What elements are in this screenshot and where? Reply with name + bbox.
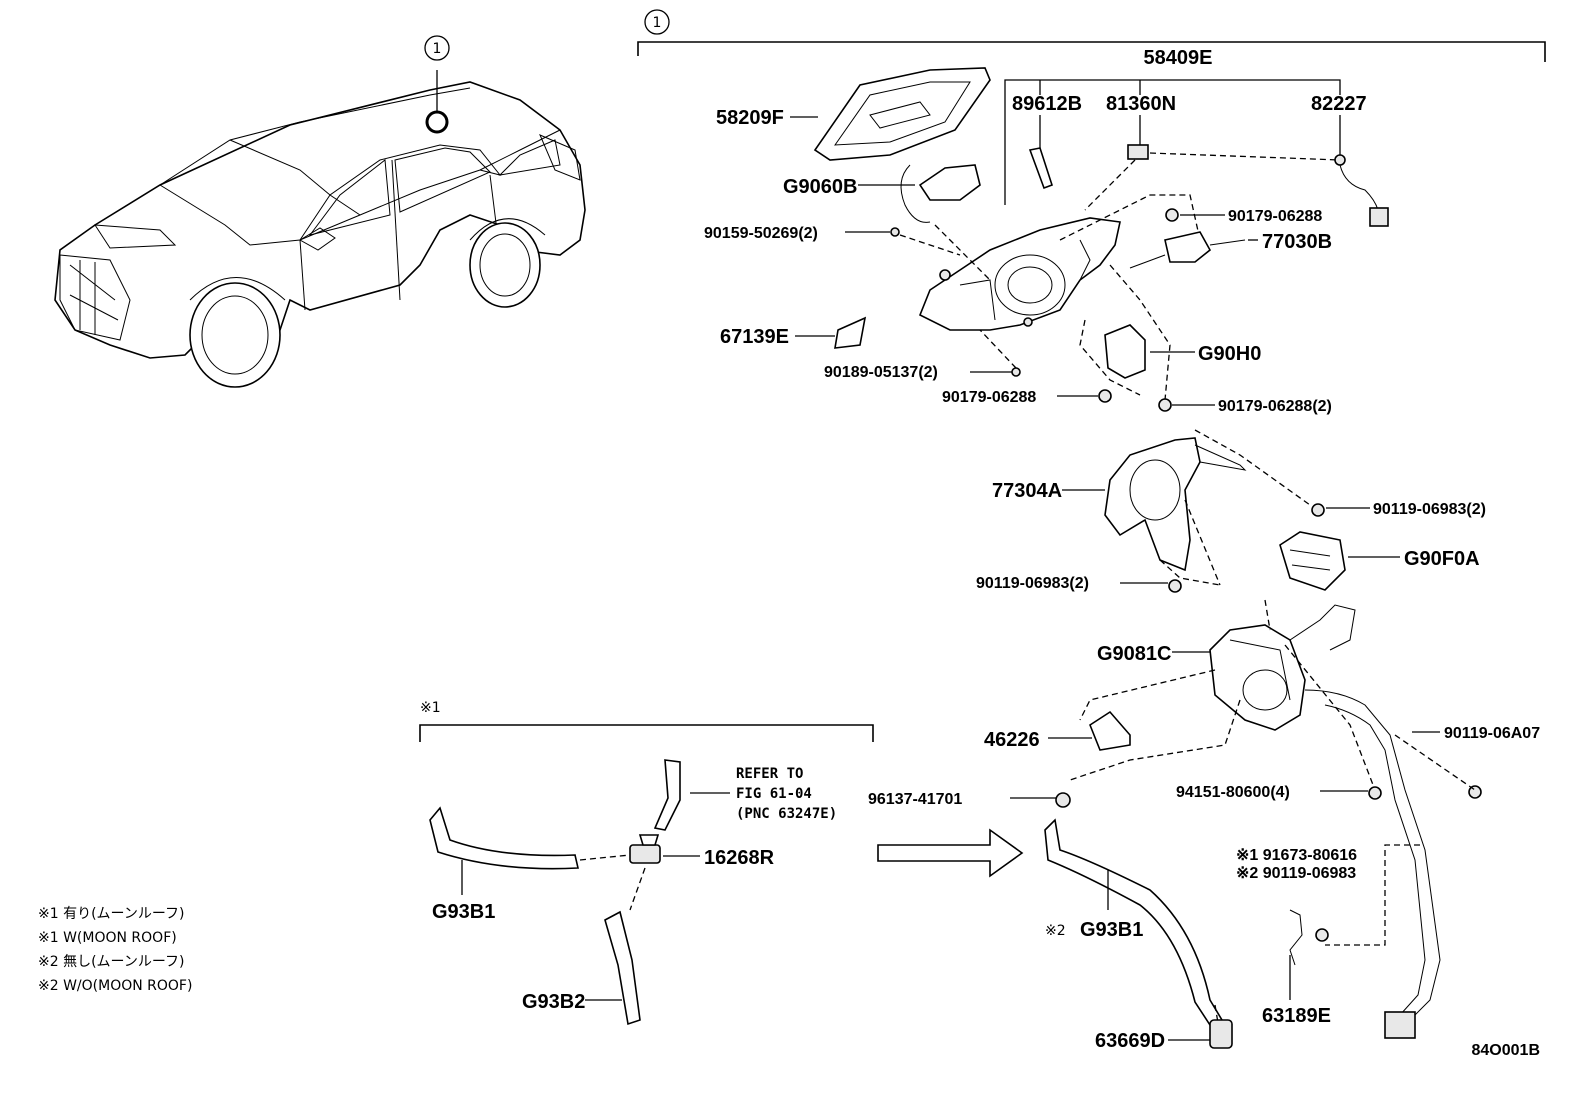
part-number-90159-50269: 90159-50269(2) <box>704 225 818 242</box>
callout-number-assembly: 1 <box>653 15 662 31</box>
part-number-G90H0: G90H0 <box>1198 343 1261 365</box>
part-number-G9081C: G9081C <box>1097 643 1172 665</box>
part-number-90119-06983-upper: 90119-06983(2) <box>1373 501 1486 518</box>
part-number-67139E: 67139E <box>720 326 789 348</box>
vehicle-illustration: 1 <box>54 35 586 388</box>
part-number-G9060B: G9060B <box>783 176 858 198</box>
charging-inlet-parts: 77304A 90119-06983(2) G90F0A 90119-06983… <box>868 429 1540 1039</box>
right-drain-hose: ※2 G93B1 63669D <box>1044 818 1233 1052</box>
part-number-G90F0A: G90F0A <box>1404 548 1480 570</box>
part-number-90179-06288-right: 90179-06288(2) <box>1218 398 1332 415</box>
part-number-63669D: 63669D <box>1095 1030 1165 1052</box>
part-number-81360N: 81360N <box>1106 93 1176 115</box>
moon-roof-inset: ※1 G93B1 16268R REFER TO FIG 61-04 (PNC … <box>419 700 1024 1026</box>
part-number-77304A: 77304A <box>992 480 1062 502</box>
refer-line-1: REFER TO <box>736 766 803 782</box>
part-number-90119-06A07: 90119-06A07 <box>1444 725 1540 742</box>
part-number-89612B: 89612B <box>1012 93 1082 115</box>
part-number-90119-06983-lower: 90119-06983(2) <box>976 575 1089 592</box>
part-number-82227: 82227 <box>1311 93 1367 115</box>
refer-line-3: (PNC 63247E) <box>736 806 837 822</box>
fuel-lid-parts: 58209F G9060B 89612B 81360N 82227 <box>704 67 1389 415</box>
refer-line-2: FIG 61-04 <box>736 786 812 802</box>
legend-line-2: ※1 W(MOON ROOF) <box>38 930 177 946</box>
part-number-90119-06983-note: ※2 90119-06983 <box>1236 865 1356 882</box>
legend-line-3: ※2 無し(ムーンルーフ) <box>38 954 184 970</box>
part-number-58409E: 58409E <box>1144 47 1213 69</box>
part-number-G93B2: G93B2 <box>522 991 585 1013</box>
figure-code: 84O001B <box>1472 1042 1541 1059</box>
legend-line-4: ※2 W/O(MOON ROOF) <box>38 978 192 994</box>
assembly-bracket: 1 58409E <box>637 9 1546 205</box>
part-number-90189-05137: 90189-05137(2) <box>824 364 938 381</box>
part-number-77030B: 77030B <box>1262 231 1332 253</box>
part-number-63189E: 63189E <box>1262 1005 1331 1027</box>
inset-note-marker: ※1 <box>420 700 441 716</box>
callout-number-car: 1 <box>433 41 442 57</box>
part-number-90179-06288-upper: 90179-06288 <box>1228 208 1322 225</box>
part-number-96137-41701: 96137-41701 <box>868 791 962 808</box>
part-number-16268R: 16268R <box>704 847 775 869</box>
legend: ※1 有り(ムーンルーフ) ※1 W(MOON ROOF) ※2 無し(ムーンル… <box>38 906 192 994</box>
part-number-91673-80616: ※1 91673-80616 <box>1236 847 1357 864</box>
part-number-46226: 46226 <box>984 729 1040 751</box>
legend-line-1: ※1 有り(ムーンルーフ) <box>38 906 184 922</box>
part-number-58209F: 58209F <box>716 107 784 129</box>
part-number-G93B1-left: G93B1 <box>432 901 495 923</box>
part-number-90179-06288-lower: 90179-06288 <box>942 389 1036 406</box>
part-number-94151-80600: 94151-80600(4) <box>1176 784 1290 801</box>
part-number-G93B1-right: G93B1 <box>1080 919 1143 941</box>
hose-note-marker: ※2 <box>1045 923 1066 939</box>
